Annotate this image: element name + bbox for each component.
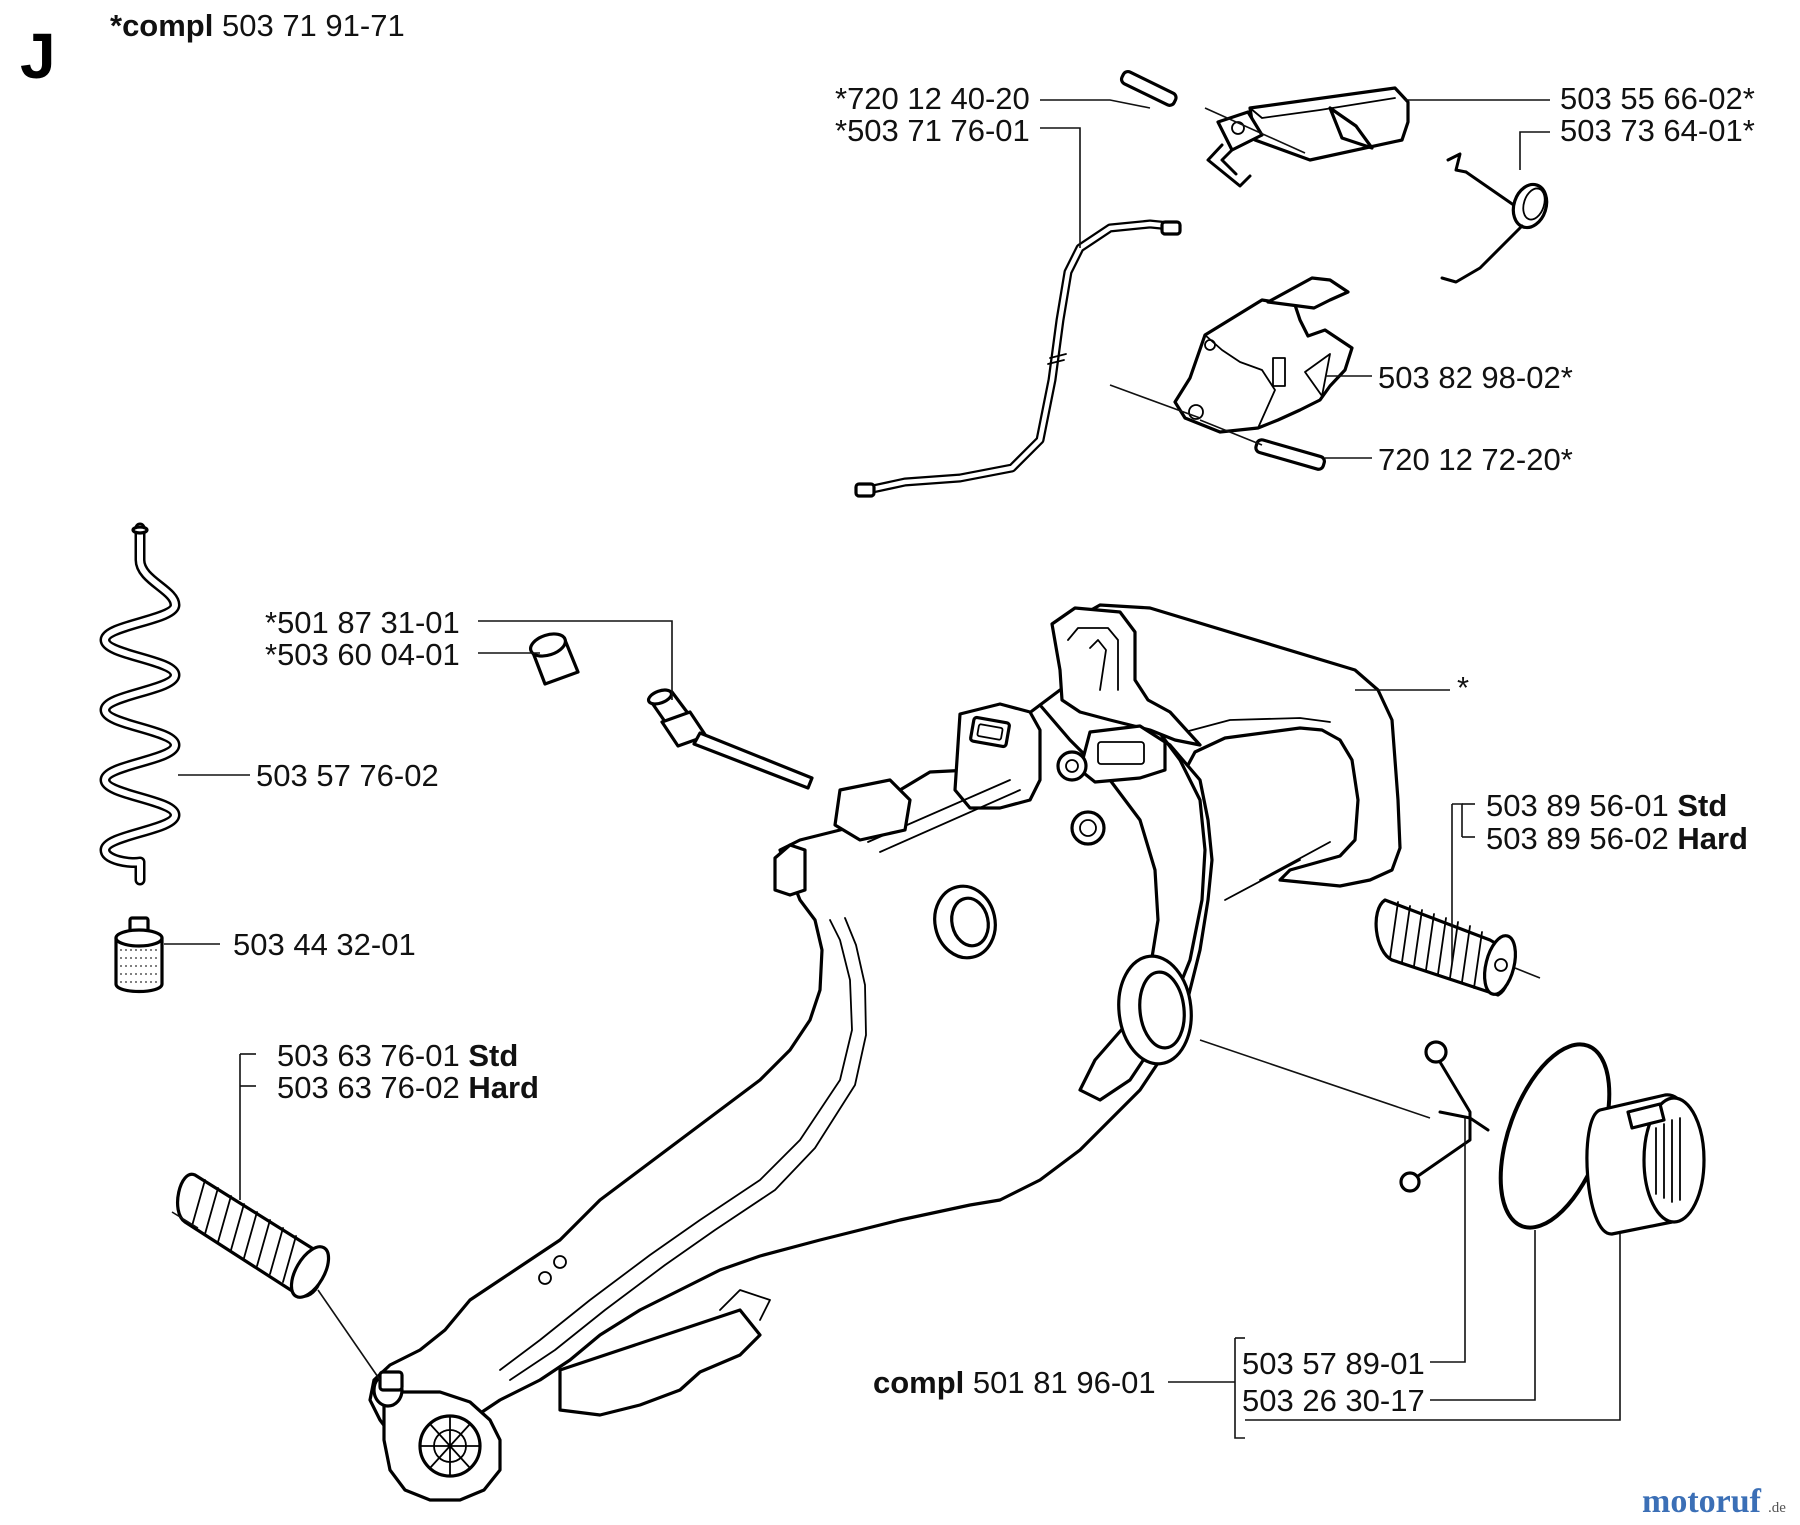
label-503-55-66-02: 503 55 66-02* <box>1560 81 1755 116</box>
watermark-brand: motoruf <box>1642 1483 1762 1520</box>
watermark-logo: motoruf .de <box>1642 1483 1786 1520</box>
oil-pump-tube-part <box>646 688 814 790</box>
fuel-filter-part <box>114 916 164 994</box>
throttle-lockout-part <box>1204 86 1410 188</box>
label-503-60-04-01: *503 60 04-01 <box>265 637 460 672</box>
label-503-89-56-02: 503 89 56-02 Hard <box>1486 821 1748 856</box>
av-spring-left-part <box>171 1172 381 1381</box>
bushing-part <box>529 632 580 686</box>
part-labels: *720 12 40-20 *503 71 76-01 503 55 66-02… <box>233 81 1755 1418</box>
label-503-73-64-01: 503 73 64-01* <box>1560 113 1755 148</box>
label-720-12-40-20: *720 12 40-20 <box>835 81 1030 116</box>
throttle-spring-part <box>1440 152 1549 284</box>
crankcase-handle-housing <box>368 603 1402 1502</box>
label-503-71-76-01: *503 71 76-01 <box>835 113 1030 148</box>
label-housing-star: * <box>1457 670 1469 705</box>
pin-part-top <box>1119 69 1178 107</box>
label-503-63-76-02: 503 63 76-02 Hard <box>277 1070 539 1105</box>
pin-part-trigger <box>1199 419 1326 471</box>
leader-lines <box>164 99 1621 1439</box>
label-503-89-56-01: 503 89 56-01 Std <box>1486 788 1727 823</box>
av-spring-right-part <box>1374 898 1541 997</box>
label-compl-501-81-96-01: compl 501 81 96-01 <box>873 1365 1156 1400</box>
fuel-cap-part <box>1585 1093 1706 1236</box>
label-503-57-76-02: 503 57 76-02 <box>256 758 439 793</box>
watermark-tld: .de <box>1768 1500 1786 1516</box>
label-503-57-89-01: 503 57 89-01 <box>1242 1346 1425 1381</box>
label-720-12-72-20: 720 12 72-20* <box>1378 442 1573 477</box>
label-503-44-32-01: 503 44 32-01 <box>233 927 416 962</box>
throttle-trigger-part <box>1109 276 1354 434</box>
throttle-cable-part <box>854 219 1182 498</box>
section-letter: J <box>20 20 56 92</box>
label-503-82-98-02: 503 82 98-02* <box>1378 360 1573 395</box>
label-503-26-30-17: 503 26 30-17 <box>1242 1383 1425 1418</box>
label-501-87-31-01: *501 87 31-01 <box>265 605 460 640</box>
fuel-hose-part <box>99 522 181 886</box>
oil-cap-strap-part <box>1399 1040 1490 1193</box>
label-503-63-76-01: 503 63 76-01 Std <box>277 1038 518 1073</box>
section-compl-label: *compl 503 71 91-71 <box>110 8 405 43</box>
